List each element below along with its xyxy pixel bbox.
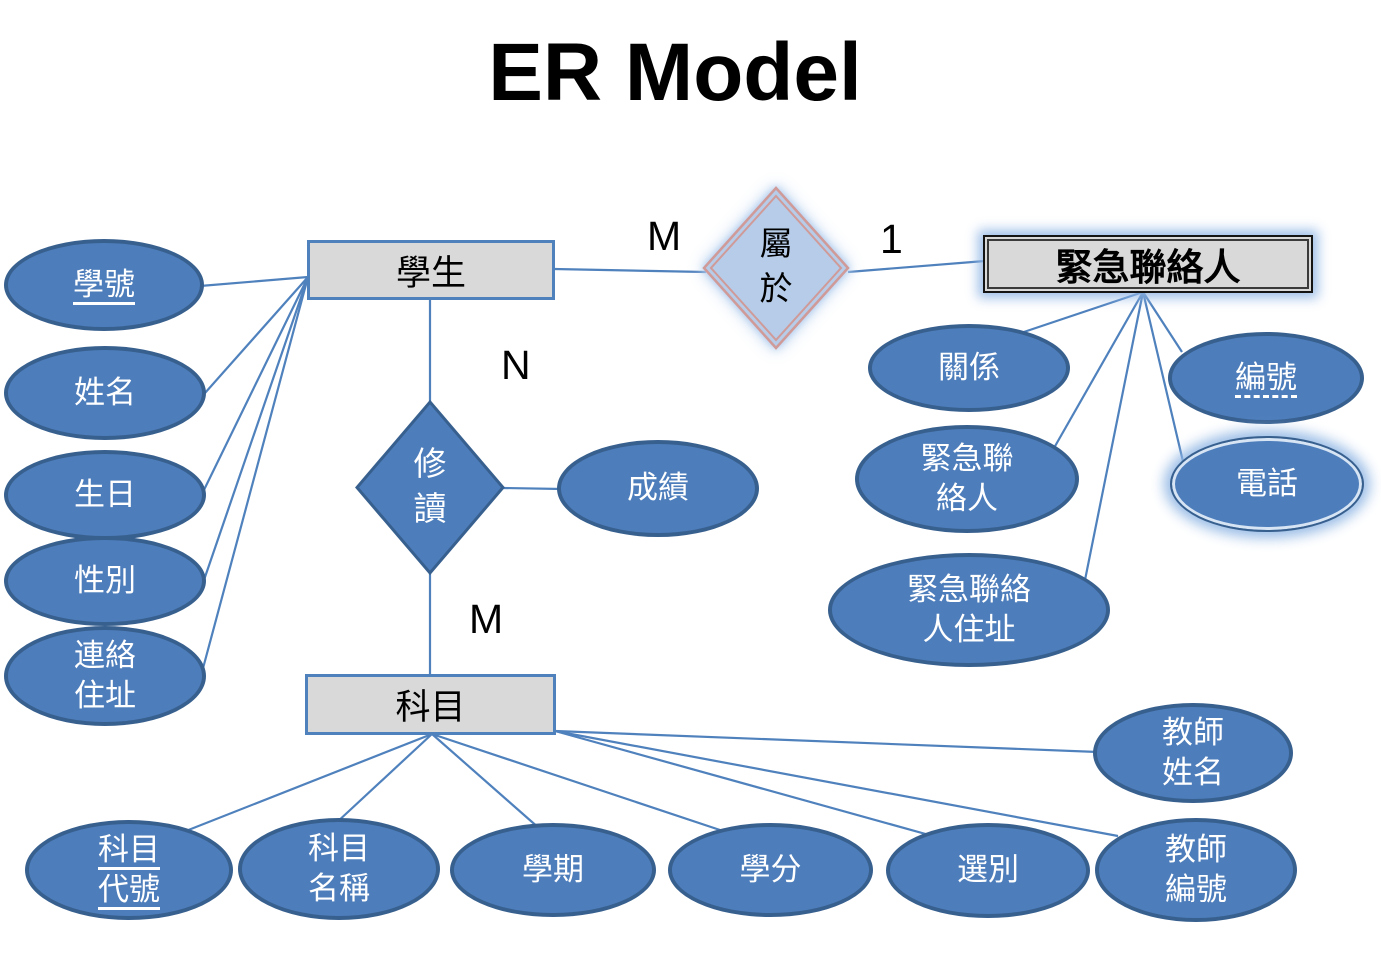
attribute-relation: 關係 [868, 324, 1070, 412]
attribute-grade-label: 成績 [627, 470, 689, 506]
relationship-takes-diamond: 修 讀 [355, 399, 505, 576]
relationship-belongs-diamond: 屬 於 [702, 186, 850, 350]
diagram-title: ER Model [488, 27, 862, 118]
attribute-phone-label: 電話 [1236, 465, 1298, 501]
cardinality-label-subject-taken: M [469, 596, 504, 642]
attribute-gender-label: 性別 [74, 562, 136, 598]
attribute-serial-no-label: 編號 [1235, 359, 1297, 395]
attribute-elective-type-label: 選別 [957, 852, 1019, 888]
attribute-credit-label: 學分 [739, 851, 802, 887]
attribute-elective-type: 選別 [886, 823, 1090, 918]
takes-diamond-shape [355, 399, 505, 576]
attribute-subject-name: 科目 名稱 [238, 818, 440, 920]
attribute-emergency-contact-address-label: 緊急聯絡 人住址 [907, 571, 1031, 647]
attribute-teacher-name-label: 教師 姓名 [1162, 714, 1224, 790]
attribute-emergency-contact-person-label: 緊急聯 絡人 [920, 440, 1014, 516]
attribute-grade: 成績 [557, 440, 759, 537]
attribute-relation-label: 關係 [938, 349, 1000, 385]
relationship-takes-label: 修 讀 [413, 446, 447, 528]
attribute-teacher-no-label: 教師 編號 [1165, 831, 1227, 907]
attribute-phone: 電話 [1170, 436, 1364, 532]
attribute-subject-name-label: 科目 名稱 [308, 830, 370, 906]
attribute-contact-address-label: 連絡 住址 [74, 637, 136, 713]
entity-subject: 科目 [305, 674, 556, 735]
attribute-teacher-no: 教師 編號 [1095, 818, 1297, 922]
attribute-student-id: 學號 [4, 239, 204, 331]
attribute-semester: 學期 [450, 823, 656, 917]
entity-emergency-contact-label: 緊急聯絡人 [1055, 248, 1241, 289]
attribute-subject-code-label: 科目 代號 [98, 831, 160, 907]
attribute-credit: 學分 [668, 823, 873, 917]
attribute-name: 姓名 [4, 346, 206, 440]
attribute-subject-code: 科目 代號 [25, 820, 233, 920]
entity-emergency-contact: 緊急聯絡人 [983, 235, 1313, 293]
attribute-gender: 性別 [4, 536, 206, 626]
attribute-semester-label: 學期 [522, 851, 584, 887]
entity-subject-label: 科目 [395, 688, 466, 727]
cardinality-label-student-belongs: M [647, 213, 682, 259]
cardinality-label-contact-belongs: 1 [880, 216, 903, 262]
attribute-birthday-label: 生日 [74, 476, 136, 512]
attribute-emergency-contact-person: 緊急聯 絡人 [855, 425, 1079, 533]
attribute-student-id-label: 學號 [73, 266, 135, 302]
cardinality-label-student-takes: N [501, 342, 531, 388]
attribute-birthday: 生日 [4, 450, 206, 540]
entity-student-label: 學生 [395, 253, 466, 293]
belongs-diamond-shape [702, 186, 850, 350]
attribute-contact-address: 連絡 住址 [4, 626, 206, 726]
attribute-name-label: 姓名 [74, 374, 136, 410]
relationship-belongs-label: 屬 於 [759, 227, 793, 308]
attribute-emergency-contact-address: 緊急聯絡 人住址 [828, 553, 1110, 667]
entity-student: 學生 [307, 240, 555, 300]
attribute-teacher-name: 教師 姓名 [1093, 703, 1293, 803]
attribute-serial-no: 編號 [1168, 332, 1364, 424]
